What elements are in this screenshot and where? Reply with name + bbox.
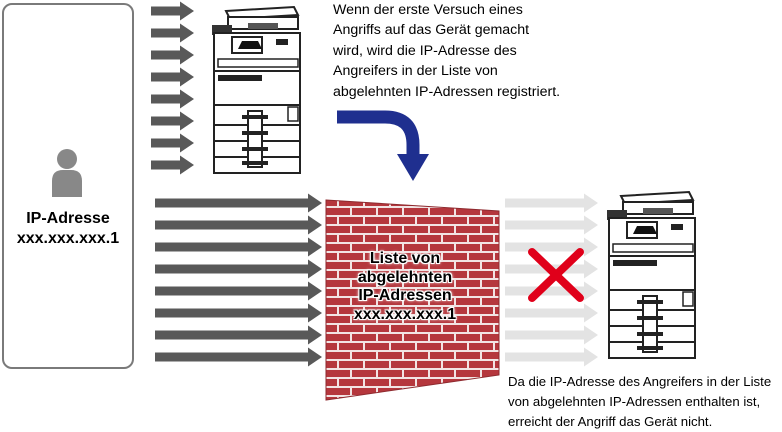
arrow-icon	[155, 281, 322, 301]
arrow-icon	[151, 133, 194, 153]
arrow-icon	[151, 89, 194, 109]
arrow-icon	[155, 193, 322, 213]
faded-arrow-icon	[505, 325, 598, 345]
arrow-icon	[151, 1, 194, 21]
deny-list-line: xxx.xxx.xxx.1	[353, 305, 457, 323]
printer-icon-top	[207, 2, 305, 176]
caption-top: Wenn der erste Versuch eines Angriffs au…	[333, 0, 633, 102]
arrow-icon	[151, 23, 194, 43]
attacker-title: IP-Adresse	[26, 210, 110, 227]
arrow-icon	[155, 303, 322, 323]
caption-top-line: Angreifers in der Liste von	[333, 63, 498, 80]
caption-bottom-line: Da die IP-Adresse des Angreifers in der …	[508, 374, 772, 389]
arrow-icon	[151, 111, 194, 131]
curved-arrow	[337, 110, 429, 181]
arrow-icon	[155, 259, 322, 279]
caption-bottom-line: erreicht der Angriff das Gerät nicht.	[508, 414, 713, 429]
faded-arrow-icon	[505, 215, 598, 235]
caption-top-line: abgelehnten IP-Adressen registriert.	[333, 83, 561, 100]
deny-list-line: IP-Adressen	[358, 287, 452, 304]
faded-arrow-icon	[505, 193, 598, 213]
faded-arrow-icon	[505, 237, 598, 257]
arrow-icon	[155, 325, 322, 345]
caption-bottom-line: von abgelehnten IP-Adressen enthalten is…	[508, 394, 761, 409]
arrow-icon	[155, 347, 322, 367]
attacker-label: IP-Adresse xxx.xxx.xxx.1	[4, 209, 132, 249]
arrow-icon	[151, 155, 194, 175]
faded-arrow-icon	[505, 281, 598, 301]
arrow-icon	[151, 67, 194, 87]
person-icon	[52, 149, 82, 197]
deny-list-label: Liste von abgelehnten IP-Adressen xxx.xx…	[330, 250, 480, 324]
arrow-icon	[155, 237, 322, 257]
top-arrows	[151, 1, 194, 175]
faded-arrow-icon	[505, 347, 598, 367]
caption-bottom: Da die IP-Adresse des Angreifers in der …	[508, 372, 782, 432]
caption-top-line: Angriffs auf das Gerät gemacht	[333, 22, 530, 39]
faded-arrow-icon	[505, 303, 598, 323]
block-x-icon	[528, 248, 584, 302]
deny-list-line: abgelehnten	[357, 268, 453, 286]
arrow-icon	[155, 215, 322, 235]
caption-top-line: Wenn der erste Versuch eines	[333, 2, 523, 18]
caption-top-line: wird, wird die IP-Adresse des	[333, 42, 517, 59]
arrow-icon	[151, 45, 194, 65]
bottom-arrows	[155, 193, 322, 367]
deny-list-line: Liste von	[369, 250, 441, 267]
attacker-ip: xxx.xxx.xxx.1	[16, 230, 120, 247]
brick-wall	[325, 199, 500, 401]
printer-icon-bottom	[602, 187, 700, 361]
